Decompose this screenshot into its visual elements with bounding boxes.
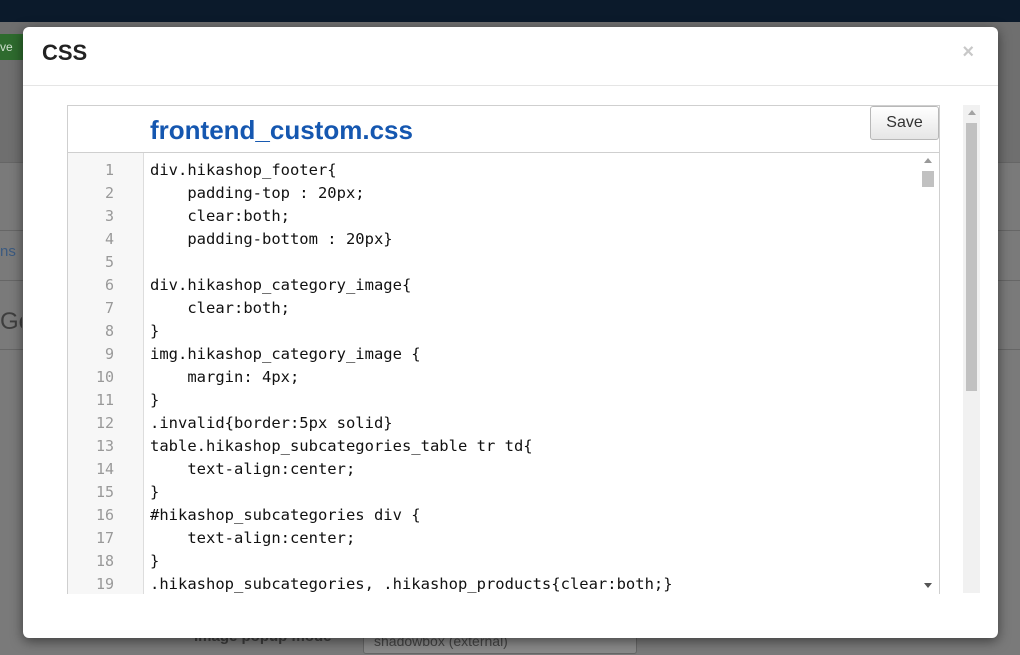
code-line: 14 text-align:center; <box>68 458 939 481</box>
css-modal: CSS × frontend_custom.css Save 1 div.hika… <box>23 27 998 638</box>
code-text: } <box>150 552 160 570</box>
scroll-up-arrow-icon[interactable] <box>968 110 976 115</box>
background-top-bar <box>0 0 1020 22</box>
save-button[interactable]: Save <box>870 106 939 140</box>
line-number: 5 <box>104 253 114 271</box>
code-line: 10 margin: 4px; <box>68 366 939 389</box>
code-text: } <box>150 322 160 340</box>
line-number: 12 <box>95 414 114 432</box>
line-number: 2 <box>104 184 114 202</box>
line-number: 6 <box>104 276 114 294</box>
modal-scroll-thumb[interactable] <box>966 123 977 391</box>
code-line: 7 clear:both; <box>68 297 939 320</box>
modal-scrollbar[interactable] <box>963 105 980 593</box>
code-line: 6 div.hikashop_category_image{ <box>68 274 939 297</box>
background-tab-fragment: ns <box>0 243 16 260</box>
line-number: 18 <box>95 552 114 570</box>
line-number-gutter <box>68 153 144 594</box>
code-text: table.hikashop_subcategories_table tr td… <box>150 437 533 455</box>
code-text: div.hikashop_footer{ <box>150 161 337 179</box>
code-line: 15} <box>68 481 939 504</box>
code-line: 8} <box>68 320 939 343</box>
line-number: 10 <box>95 368 114 386</box>
code-text: text-align:center; <box>150 460 356 478</box>
editor-scrollbar[interactable] <box>920 153 936 594</box>
code-text: clear:both; <box>150 299 290 317</box>
close-icon[interactable]: × <box>962 41 974 63</box>
line-number: 3 <box>104 207 114 225</box>
line-number: 16 <box>95 506 114 524</box>
editor-scroll-thumb[interactable] <box>922 171 934 187</box>
code-line: 16 #hikashop_subcategories div { <box>68 504 939 527</box>
file-name-title: frontend_custom.css <box>150 115 413 145</box>
code-line: 18} <box>68 550 939 573</box>
line-number: 15 <box>95 483 114 501</box>
code-text: text-align:center; <box>150 529 356 547</box>
code-text: .hikashop_subcategories, .hikashop_produ… <box>150 575 673 593</box>
code-line: 12 .invalid{border:5px solid} <box>68 412 939 435</box>
code-editor[interactable]: 1 div.hikashop_footer{ 2 padding-top : 20p… <box>68 153 939 594</box>
line-number: 7 <box>104 299 114 317</box>
code-line: 19 .hikashop_subcategories, .hikashop_pro… <box>68 573 939 594</box>
file-header: frontend_custom.css Save <box>68 106 939 153</box>
code-line: 13 table.hikashop_subcategories_table tr … <box>68 435 939 458</box>
code-line: 5 <box>68 251 939 274</box>
scroll-down-arrow-icon[interactable] <box>924 583 932 588</box>
background-heading-fragment: Ge <box>0 308 22 335</box>
code-line: 4 padding-bottom : 20px} <box>68 228 939 251</box>
line-number: 8 <box>104 322 114 340</box>
modal-header: CSS × <box>23 27 998 86</box>
background-save-button: ve <box>0 34 26 60</box>
code-line: 3 clear:both; <box>68 205 939 228</box>
code-text: padding-top : 20px; <box>150 184 365 202</box>
code-line: 17 text-align:center; <box>68 527 939 550</box>
line-number: 19 <box>95 575 114 593</box>
modal-title: CSS <box>42 40 88 65</box>
line-number: 1 <box>104 161 114 179</box>
code-text: padding-bottom : 20px} <box>150 230 393 248</box>
line-number: 9 <box>104 345 114 363</box>
code-text: } <box>150 483 160 501</box>
code-line: 2 padding-top : 20px; <box>68 182 939 205</box>
code-text: div.hikashop_category_image{ <box>150 276 412 294</box>
code-text: clear:both; <box>150 207 290 225</box>
code-lines: 1 div.hikashop_footer{ 2 padding-top : 20p… <box>68 159 939 594</box>
code-text: } <box>150 391 160 409</box>
code-line: 1 div.hikashop_footer{ <box>68 159 939 182</box>
line-number: 11 <box>95 391 114 409</box>
line-number: 14 <box>95 460 114 478</box>
code-line: 9 img.hikashop_category_image { <box>68 343 939 366</box>
code-text: .invalid{border:5px solid} <box>150 414 393 432</box>
code-text: img.hikashop_category_image { <box>150 345 421 363</box>
scroll-up-arrow-icon[interactable] <box>924 158 932 163</box>
code-text: margin: 4px; <box>150 368 300 386</box>
line-number: 17 <box>95 529 114 547</box>
code-text: #hikashop_subcategories div { <box>150 506 421 524</box>
code-line: 11} <box>68 389 939 412</box>
line-number: 13 <box>95 437 114 455</box>
css-editor-frame: frontend_custom.css Save 1 div.hikashop_f… <box>67 105 940 594</box>
line-number: 4 <box>104 230 114 248</box>
